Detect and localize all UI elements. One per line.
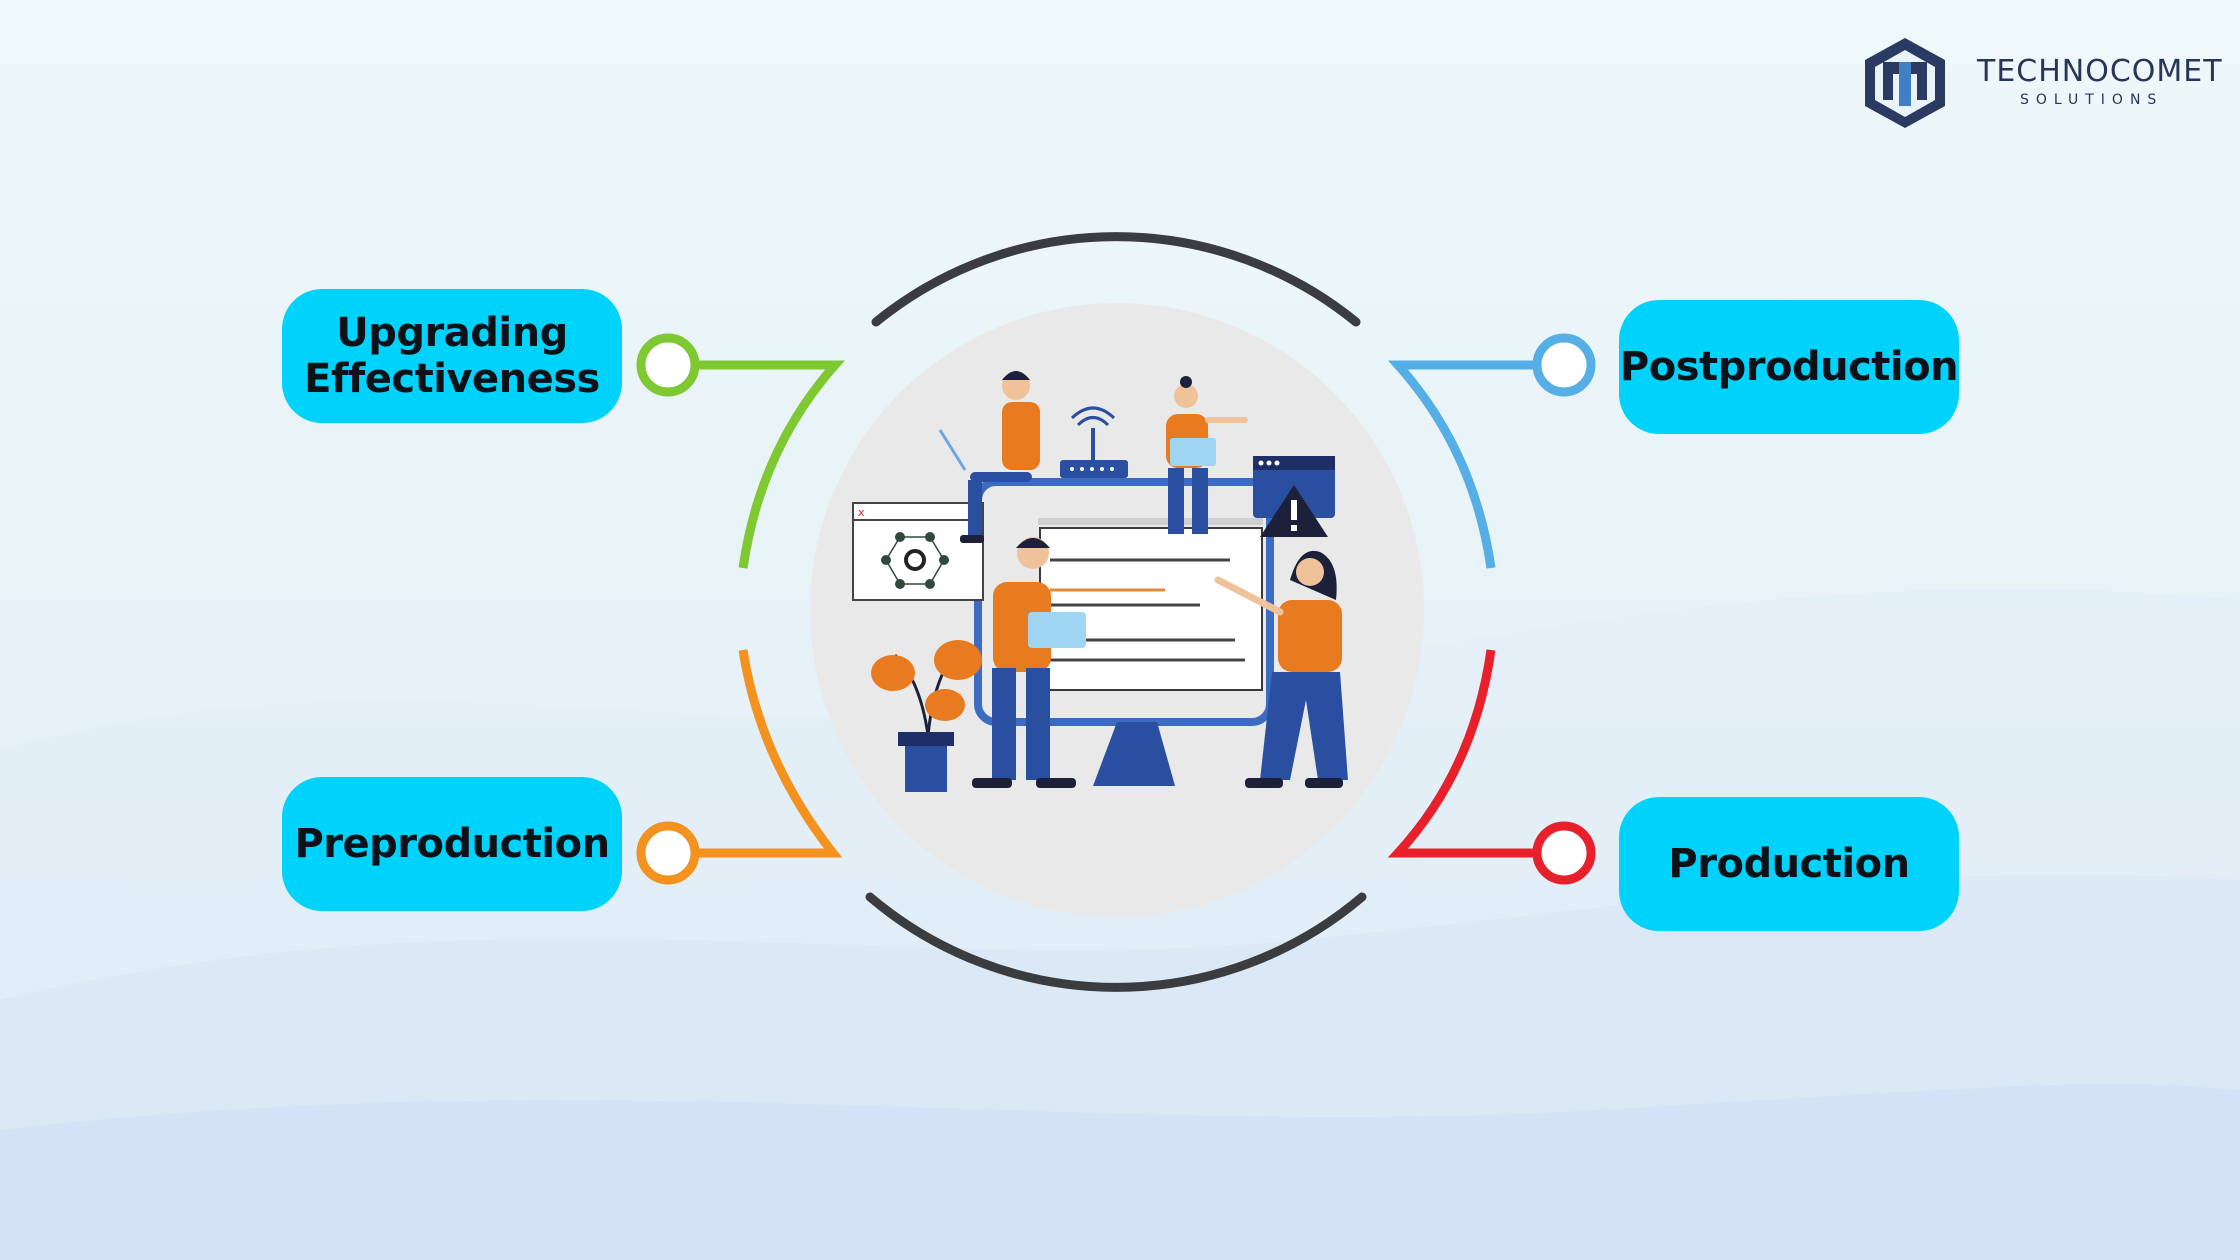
network-graph-icon: x <box>852 502 984 601</box>
stage-label: Upgrading Effectiveness <box>304 310 600 402</box>
brand-subtitle: SOLUTIONS <box>2020 92 2164 108</box>
brand-logo: TECHNOCOMET SOLUTIONS <box>1855 32 2222 132</box>
svg-text:x: x <box>858 506 865 519</box>
node-blue <box>1532 333 1596 397</box>
stage-upgrading-effectiveness: Upgrading Effectiveness <box>282 289 622 423</box>
person-with-tablet-icon <box>972 537 1086 788</box>
potted-plant-icon <box>871 640 982 792</box>
team-illustration: x <box>852 371 1348 792</box>
bottom-ring-arc <box>865 892 1367 992</box>
stage-production: Production <box>1619 797 1959 931</box>
technocomet-logo-icon <box>1865 38 1945 128</box>
stage-postproduction: Postproduction <box>1619 300 1959 434</box>
stage-label: Production <box>1668 841 1910 887</box>
node-green <box>636 333 700 397</box>
connector-orange <box>690 649 843 858</box>
wifi-router-icon <box>1060 406 1128 478</box>
connector-green <box>690 360 845 569</box>
top-ring-arc <box>871 232 1361 327</box>
monitor-icon <box>974 478 1274 786</box>
brand-name: TECHNOCOMET <box>1977 54 2223 89</box>
connector-red <box>1387 649 1542 858</box>
node-orange <box>636 821 700 885</box>
stage-preproduction: Preproduction <box>282 777 622 911</box>
person-with-laptop-icon <box>938 371 1040 543</box>
warning-icon <box>1253 456 1335 537</box>
node-red <box>1532 821 1596 885</box>
stage-label: Preproduction <box>294 821 610 867</box>
connector-blue <box>1387 360 1542 569</box>
stage-label: Postproduction <box>1619 344 1959 390</box>
person-sitting-icon <box>1166 376 1248 534</box>
person-pointing-icon <box>1214 550 1348 788</box>
